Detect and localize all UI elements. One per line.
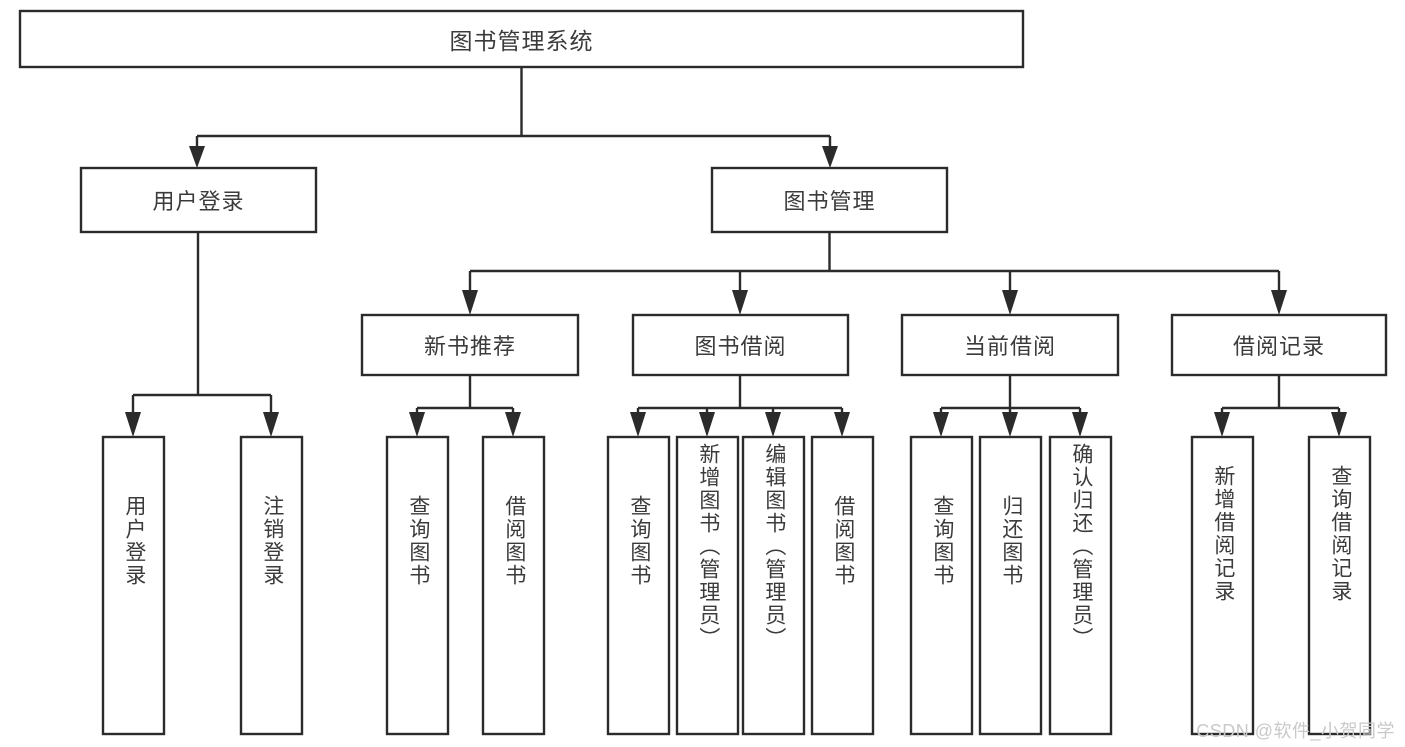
node-leaf-query-book-1[interactable]: [385, 435, 450, 736]
arrowhead-leaf-return-book: [1002, 412, 1018, 437]
node-new-book-recommend[interactable]: [360, 313, 580, 377]
connector-new-book-recommend-to-leaves: [415, 375, 515, 416]
connector-book-management-to-children: [468, 232, 1281, 294]
arrowhead-leaf-user-logout: [263, 412, 279, 437]
arrowhead-leaf-borrow-book-1: [505, 412, 521, 437]
arrowhead-leaf-query-book-1: [409, 412, 425, 437]
arrowhead-current-borrow: [1002, 290, 1018, 315]
arrowhead-borrow-record: [1271, 290, 1287, 315]
node-leaf-return-book[interactable]: [978, 435, 1043, 736]
node-leaf-confirm-return[interactable]: [1048, 435, 1113, 736]
arrowhead-leaf-edit-book: [765, 412, 781, 437]
node-leaf-query-book-2[interactable]: [606, 435, 671, 736]
node-leaf-borrow-book-1[interactable]: [481, 435, 546, 736]
arrowhead-leaf-confirm-return: [1072, 412, 1088, 437]
node-current-borrow[interactable]: [900, 313, 1120, 377]
arrowhead-leaf-query-book-3: [933, 412, 949, 437]
connector-book-borrow-to-leaves: [636, 375, 844, 416]
node-leaf-edit-book[interactable]: [741, 435, 806, 736]
node-leaf-add-record[interactable]: [1190, 435, 1255, 736]
arrowhead-to-user-login: [189, 146, 205, 168]
node-leaf-query-book-3[interactable]: [909, 435, 974, 736]
node-book-borrow[interactable]: [631, 313, 850, 377]
node-leaf-user-logout[interactable]: [239, 435, 304, 736]
node-leaf-user-login[interactable]: [101, 435, 166, 736]
connector-root-to-bus: [195, 67, 832, 152]
arrowhead-book-borrow: [732, 290, 748, 315]
connector-borrow-record-to-leaves: [1220, 375, 1341, 416]
arrowhead-leaf-user-login: [125, 412, 141, 437]
node-borrow-record[interactable]: [1170, 313, 1388, 377]
node-book-management[interactable]: [710, 166, 949, 234]
arrowhead-leaf-query-book-2: [630, 412, 646, 437]
node-leaf-query-record[interactable]: [1307, 435, 1372, 736]
arrowhead-leaf-borrow-book-2: [834, 412, 850, 437]
arrowhead-leaf-query-record: [1331, 412, 1347, 437]
arrowhead-to-book-management: [822, 146, 838, 168]
node-leaf-add-book[interactable]: [675, 435, 740, 736]
arrowhead-leaf-add-record: [1214, 412, 1230, 437]
arrowhead-leaf-add-book: [699, 412, 715, 437]
connector-current-borrow-to-leaves: [939, 375, 1082, 416]
arrowhead-new-book-recommend: [462, 290, 478, 315]
node-user-login[interactable]: [79, 166, 318, 234]
node-leaf-borrow-book-2[interactable]: [810, 435, 875, 736]
connector-user-login-to-children: [131, 232, 273, 416]
node-root-book-management-system[interactable]: [18, 9, 1025, 69]
